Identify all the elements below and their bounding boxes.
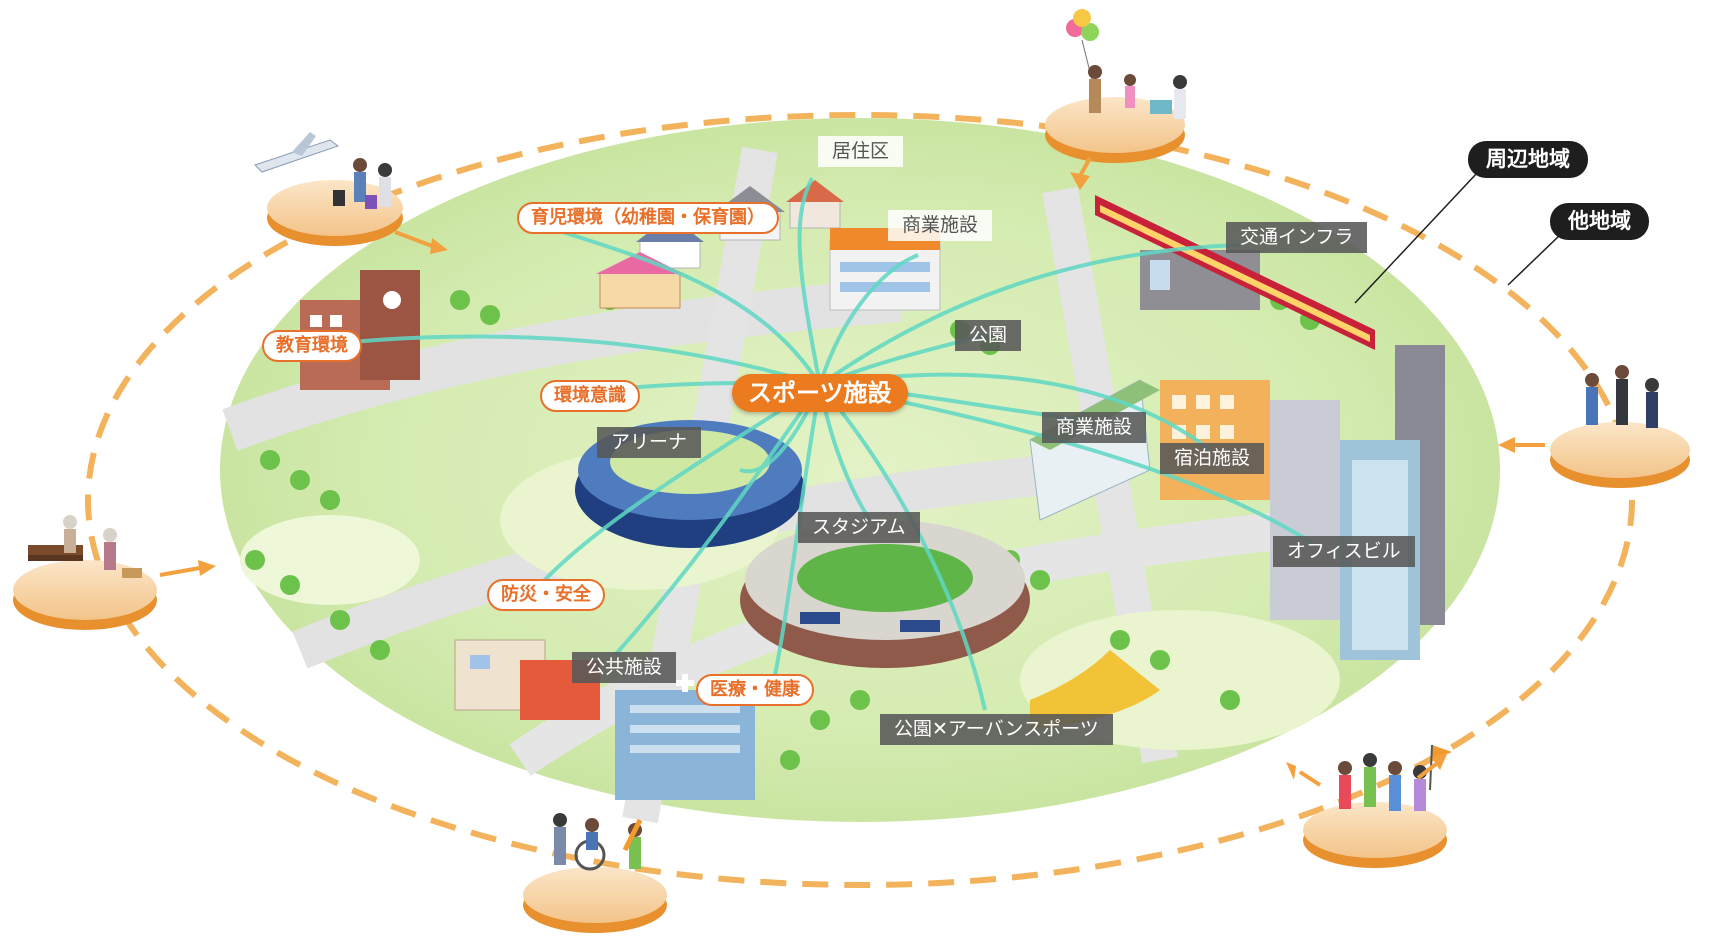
label-office[interactable]: オフィスビル xyxy=(1273,536,1415,567)
label-arena[interactable]: アリーナ xyxy=(597,427,702,458)
seniors-bench-icon xyxy=(28,515,142,578)
label-childcare[interactable]: 育児環境（幼稚園・保育園） xyxy=(517,202,779,234)
region-leader-lines xyxy=(1354,171,1561,304)
family-platform xyxy=(1045,9,1187,163)
label-park[interactable]: 公園 xyxy=(955,320,1022,351)
wheelchair-users-icon xyxy=(553,813,643,871)
business-platform xyxy=(1550,365,1690,488)
seniors-platform xyxy=(13,515,157,630)
skate-ramp xyxy=(1030,650,1160,730)
label-public[interactable]: 公共施設 xyxy=(572,652,677,683)
label-residential[interactable]: 居住区 xyxy=(818,136,904,167)
station-and-train xyxy=(1095,195,1375,350)
label-transport[interactable]: 交通インフラ xyxy=(1226,222,1368,253)
label-commercial-mid[interactable]: 商業施設 xyxy=(1042,412,1147,443)
label-other-region[interactable]: 他地域 xyxy=(1550,203,1649,240)
regional-ring xyxy=(85,112,1635,888)
family-balloons-icon xyxy=(1066,9,1187,119)
label-lodging[interactable]: 宿泊施設 xyxy=(1160,443,1265,474)
hospital-building xyxy=(615,674,755,800)
nursery-building xyxy=(596,252,684,309)
stadium-building xyxy=(740,520,1030,668)
wheelchair-platform xyxy=(523,813,667,933)
label-stadium[interactable]: スタジアム xyxy=(798,512,920,543)
travelers-plane-icon xyxy=(254,132,392,209)
hotel-building xyxy=(1160,380,1270,500)
label-medical-health[interactable]: 医療・健康 xyxy=(696,674,814,706)
label-surrounding-region[interactable]: 周辺地域 xyxy=(1468,141,1588,178)
hub-label-sports-facility[interactable]: スポーツ施設 xyxy=(732,374,908,412)
label-environment[interactable]: 環境意識 xyxy=(540,380,640,412)
business-people-icon xyxy=(1585,365,1659,428)
label-park-urban-sports[interactable]: 公園✕アーバンスポーツ xyxy=(880,714,1113,745)
travelers-platform xyxy=(254,132,403,246)
flow-arrows xyxy=(159,157,1545,787)
label-disaster-safety[interactable]: 防災・安全 xyxy=(487,579,605,611)
fans-platform xyxy=(1303,744,1452,868)
sports-fans-icon xyxy=(1338,744,1452,811)
people-platforms xyxy=(13,9,1690,933)
label-commercial-top[interactable]: 商業施設 xyxy=(888,210,993,241)
label-education[interactable]: 教育環境 xyxy=(262,330,362,362)
